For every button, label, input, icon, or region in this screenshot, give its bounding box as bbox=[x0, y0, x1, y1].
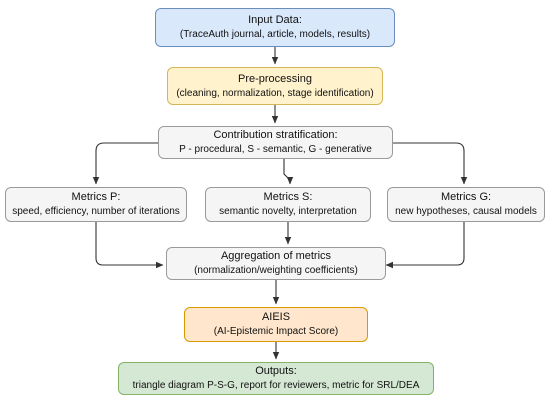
node-metrics-p-subtitle: speed, efficiency, number of iterations bbox=[12, 206, 180, 218]
edge-metrics-p-to-aggregation bbox=[95, 222, 164, 269]
node-metrics-g-title: Metrics G: bbox=[440, 191, 492, 204]
edge-stratification-to-metrics-s bbox=[283, 159, 294, 185]
node-metrics-s-subtitle: semantic novelty, interpretation bbox=[219, 206, 357, 218]
node-preprocessing-subtitle: (cleaning, normalization, stage identifi… bbox=[176, 87, 374, 99]
node-stratification-title: Contribution stratification: bbox=[213, 129, 338, 142]
node-aieis: AIEIS (AI-Epistemic Impact Score) bbox=[184, 307, 368, 342]
node-metrics-p: Metrics P: speed, efficiency, number of … bbox=[5, 187, 187, 222]
node-outputs-title: Outputs: bbox=[255, 365, 297, 378]
node-aieis-title: AIEIS bbox=[261, 311, 291, 324]
edge-stratification-to-metrics-p bbox=[92, 142, 158, 185]
node-metrics-g-subtitle: new hypotheses, causal models bbox=[395, 206, 537, 218]
node-aggregation: Aggregation of metrics (normalization/we… bbox=[166, 247, 386, 280]
node-input-data-title: Input Data: bbox=[248, 14, 302, 27]
edge-metrics-g-to-aggregation bbox=[385, 222, 465, 269]
edge-stratification-to-metrics-g bbox=[393, 142, 468, 185]
node-preprocessing: Pre-processing (cleaning, normalization,… bbox=[167, 67, 383, 105]
node-aggregation-subtitle: (normalization/weighting coefficients) bbox=[194, 265, 358, 277]
node-stratification-subtitle: P - procedural, S - semantic, G - genera… bbox=[179, 144, 372, 156]
node-input-data: Input Data: (TraceAuth journal, article,… bbox=[155, 8, 395, 47]
node-input-data-subtitle: (TraceAuth journal, article, models, res… bbox=[179, 29, 371, 41]
node-preprocessing-title: Pre-processing bbox=[238, 72, 312, 85]
node-aggregation-title: Aggregation of metrics bbox=[220, 250, 332, 263]
node-outputs: Outputs: triangle diagram P-S-G, report … bbox=[118, 362, 434, 395]
node-metrics-s: Metrics S: semantic novelty, interpretat… bbox=[205, 187, 371, 222]
node-aieis-subtitle: (AI-Epistemic Impact Score) bbox=[213, 326, 339, 338]
node-contribution-stratification: Contribution stratification: P - procedu… bbox=[158, 126, 393, 159]
node-metrics-p-title: Metrics P: bbox=[71, 191, 121, 204]
node-metrics-s-title: Metrics S: bbox=[263, 191, 313, 204]
node-outputs-subtitle: triangle diagram P-S-G, report for revie… bbox=[132, 380, 420, 392]
node-metrics-g: Metrics G: new hypotheses, causal models bbox=[387, 187, 545, 222]
